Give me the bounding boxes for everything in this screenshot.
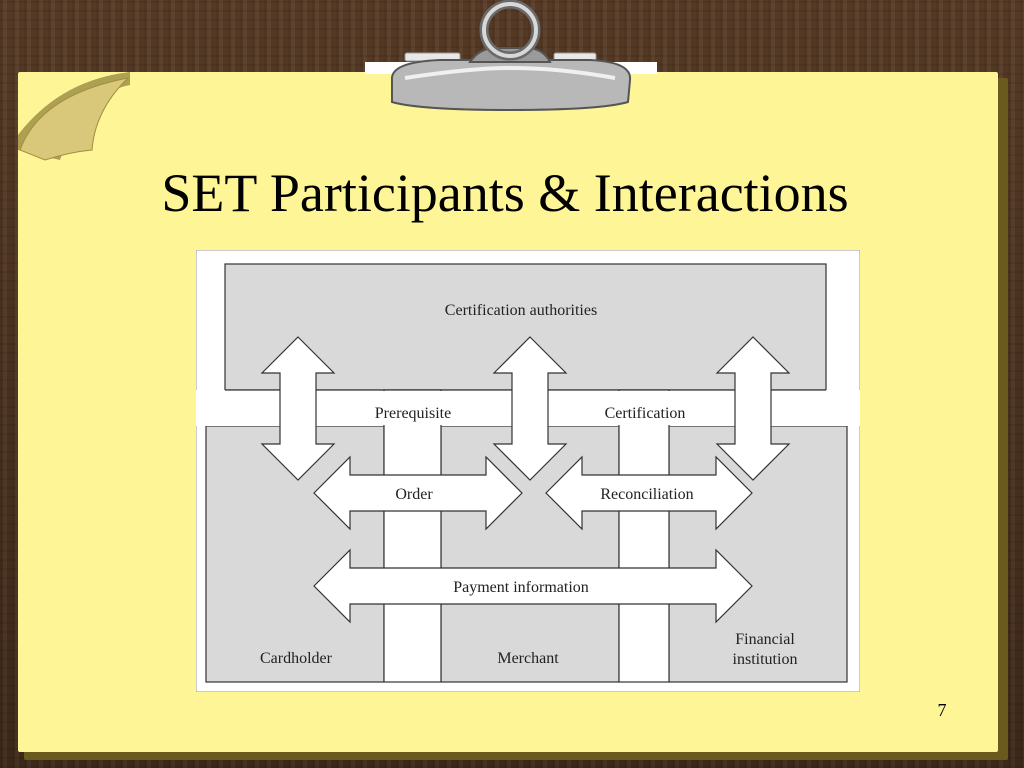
order-arrow xyxy=(313,455,523,531)
vertical-arrow-right xyxy=(715,336,791,481)
clipboard-clip-icon xyxy=(365,0,657,112)
certification-authorities-label: Certification authorities xyxy=(445,302,597,319)
order-label: Order xyxy=(395,486,433,503)
financial-institution-label-line2: institution xyxy=(733,651,798,668)
prerequisite-connector xyxy=(383,389,442,683)
certification-label: Certification xyxy=(605,405,686,422)
slide-title: SET Participants & Interactions xyxy=(161,163,849,223)
vertical-arrow-left xyxy=(260,336,336,481)
merchant-label: Merchant xyxy=(497,650,559,667)
set-participants-diagram: Certification authorities Prerequisite C… xyxy=(196,250,860,692)
prerequisite-label: Prerequisite xyxy=(375,405,451,422)
payment-information-label: Payment information xyxy=(453,579,589,596)
vertical-arrow-center xyxy=(492,336,568,481)
payment-information-arrow xyxy=(313,548,753,624)
reconciliation-label: Reconciliation xyxy=(600,486,693,503)
certification-connector xyxy=(618,389,670,683)
financial-institution-label-line1: Financial xyxy=(735,631,795,648)
page-number: 7 xyxy=(937,700,947,720)
paper-curl xyxy=(19,77,130,161)
reconciliation-arrow xyxy=(545,455,753,531)
cardholder-label: Cardholder xyxy=(260,650,333,667)
